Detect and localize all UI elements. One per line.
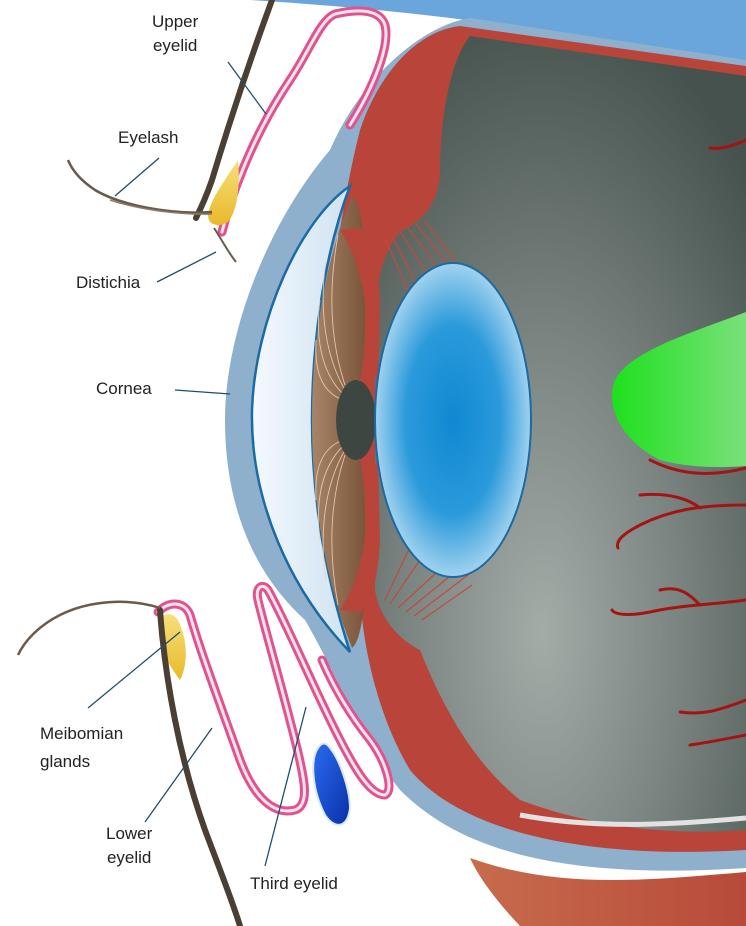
eyelash [68, 160, 212, 213]
label-eyelash-text: Eyelash [118, 126, 178, 150]
label-third-eyelid-text: Third eyelid [250, 872, 338, 896]
label-lower-eyelid-line2: eyelid [106, 846, 152, 870]
label-lower-eyelid: Lower eyelid [106, 822, 152, 870]
label-meibomian-line2: glands [40, 748, 123, 776]
label-third-eyelid: Third eyelid [250, 872, 338, 896]
lower-eyelash [18, 602, 160, 655]
label-distichia: Distichia [76, 271, 140, 295]
lens [375, 263, 531, 577]
label-meibomian-glands: Meibomian glands [40, 720, 123, 776]
label-eyelash: Eyelash [118, 126, 178, 150]
pupil [336, 380, 376, 460]
label-meibomian-line1: Meibomian [40, 720, 123, 748]
label-cornea: Cornea [96, 377, 152, 401]
label-distichia-text: Distichia [76, 271, 140, 295]
label-lower-eyelid-line1: Lower [106, 822, 152, 846]
label-upper-eyelid-line2: eyelid [152, 34, 198, 58]
label-cornea-text: Cornea [96, 377, 152, 401]
label-upper-eyelid-line1: Upper [152, 10, 198, 34]
label-upper-eyelid: Upper eyelid [152, 10, 198, 58]
